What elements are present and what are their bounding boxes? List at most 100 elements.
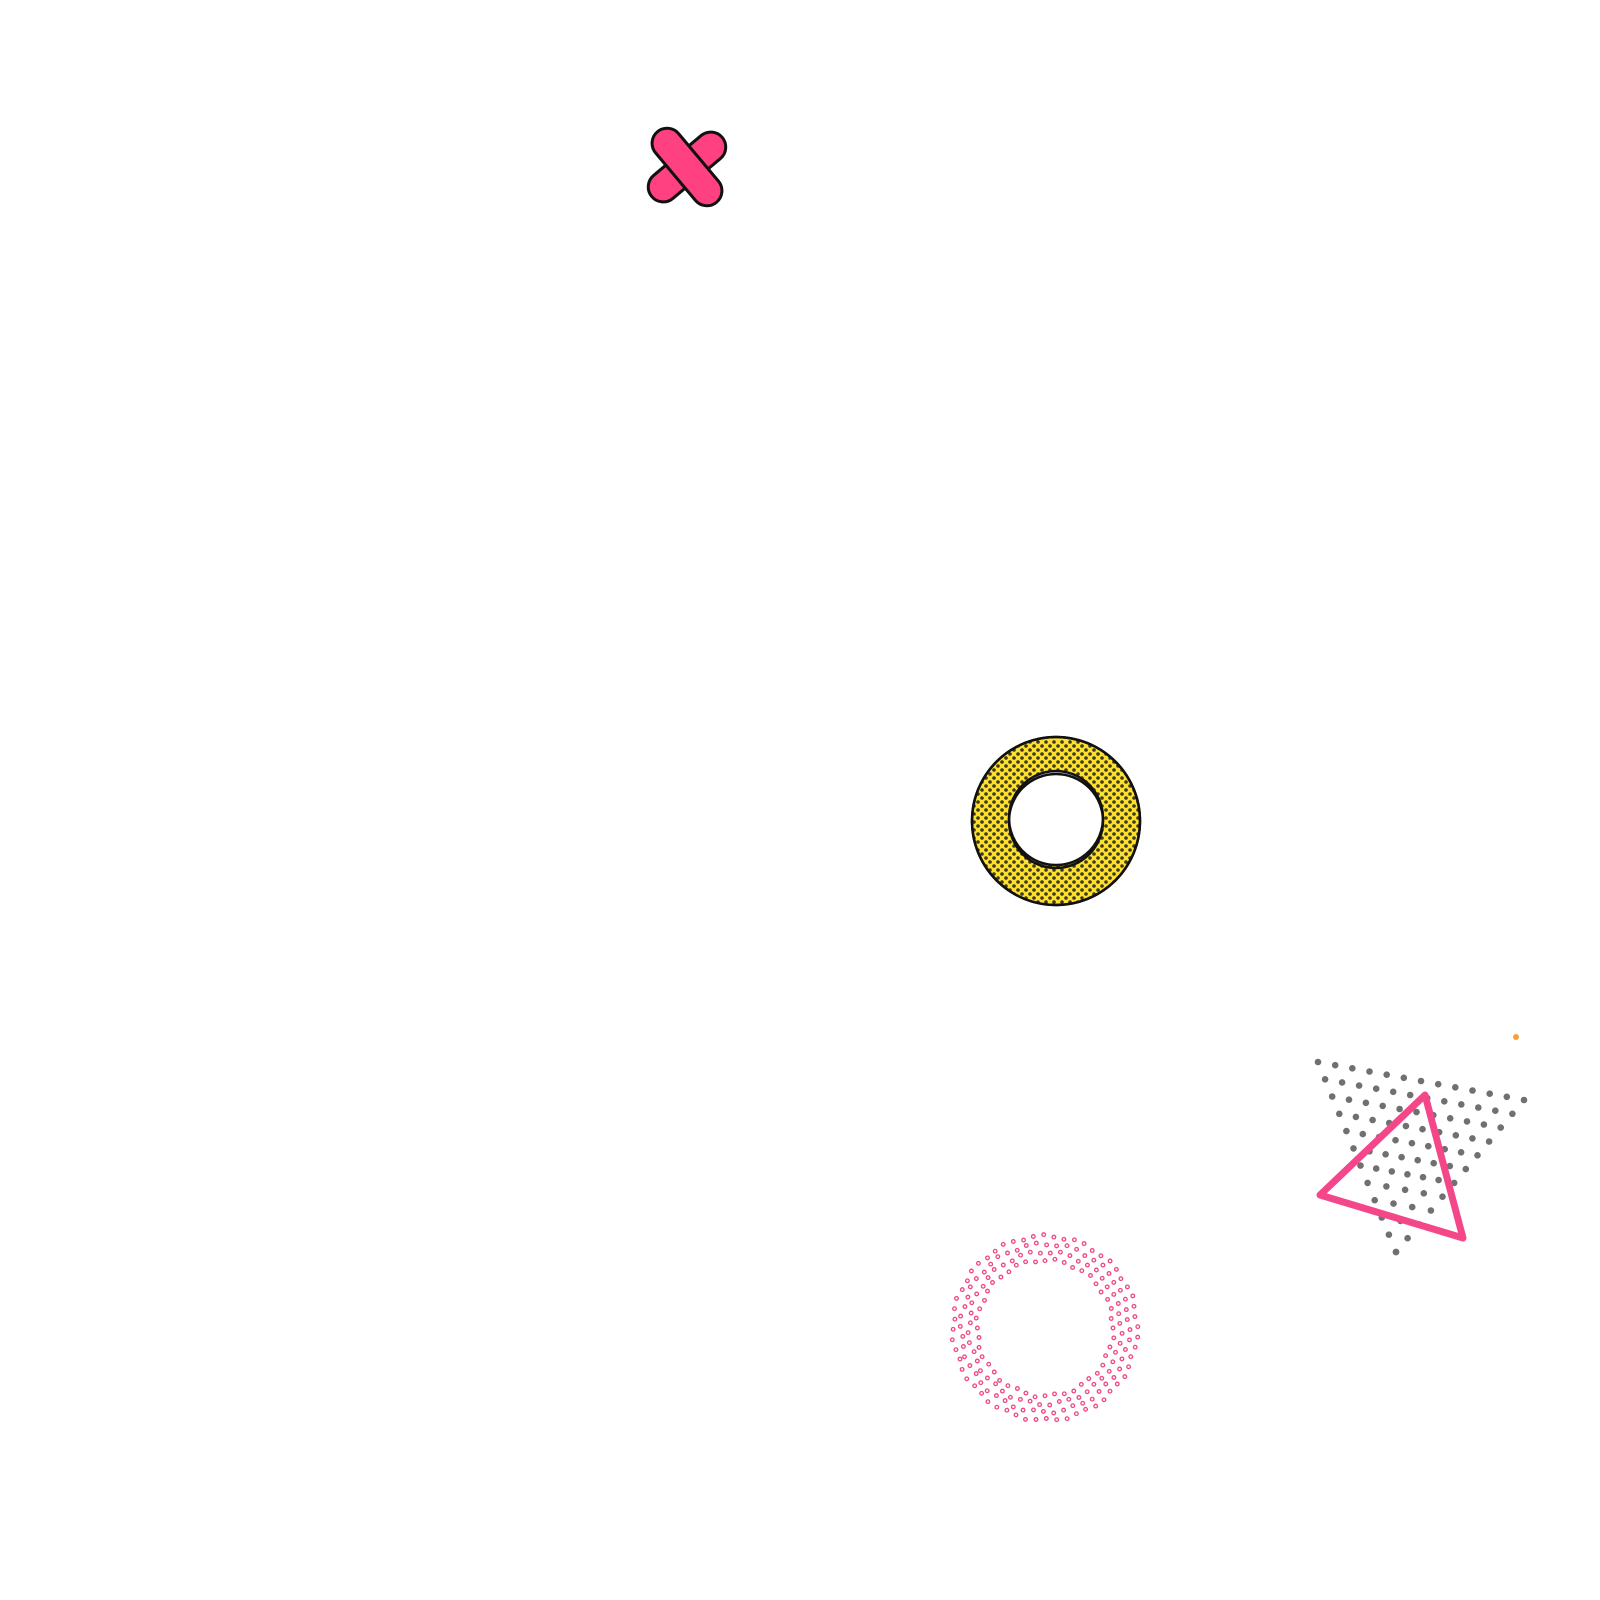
ring-dot [1078,1381,1084,1387]
ring-dot [1018,1252,1024,1258]
ring-dot [978,1380,984,1386]
triangle-dot [1446,1115,1454,1122]
ring-dot [1064,1243,1070,1249]
triangle-dot [1379,1102,1386,1110]
ring-dot [1051,1410,1057,1416]
triangle-dot [1408,1139,1416,1147]
ring-dot [1070,1403,1076,1409]
ring-dot [1056,1399,1062,1404]
ring-dot [1013,1412,1019,1418]
triangle-dot [1463,1118,1471,1125]
triangle-dot [1372,1165,1380,1172]
ring-dot [1061,1407,1067,1413]
ring-dot [957,1323,963,1329]
ring-dot [1023,1390,1029,1396]
triangle-dot [1321,1076,1329,1083]
ring-dot [964,1278,970,1284]
ring-dot [1124,1284,1130,1290]
ring-dot [1054,1243,1060,1249]
ring-dot [1117,1340,1123,1346]
ring-dot [1111,1291,1117,1297]
ring-dot [1064,1416,1070,1422]
ring-dot [991,1267,997,1272]
ring-dot [1040,1408,1046,1414]
ring-dot [969,1300,975,1306]
triangle-dot [1385,1231,1393,1238]
ring-dot [1084,1389,1090,1395]
ring-dot [1119,1356,1125,1362]
ring-dot [959,1287,965,1293]
ring-dot [985,1255,990,1261]
triangle-dot [1425,1142,1432,1150]
ring-dot [962,1304,968,1310]
ring-dot [993,1393,999,1399]
ring-dot [976,1335,982,1340]
ring-dot [1130,1293,1136,1299]
ring-dot [1118,1276,1124,1282]
ring-dot [1117,1320,1123,1326]
triangle-dot [1338,1079,1346,1086]
ring-dot [958,1313,964,1319]
ring-dot [976,1344,982,1350]
ring-dot [973,1315,979,1321]
ring-dot [967,1320,973,1326]
ring-dot [1103,1381,1109,1387]
triangle-dot [1458,1101,1465,1108]
ring-dot [1075,1258,1081,1264]
ring-dot [1105,1296,1111,1302]
ring-dot [1100,1362,1106,1368]
triangle-dot [1400,1074,1408,1082]
triangle-dot [1383,1183,1390,1190]
ring-dot [1111,1335,1117,1341]
ring-dot [984,1375,990,1381]
ring-dot [968,1310,974,1316]
ring-dot [1111,1279,1117,1285]
ring-dot [1044,1242,1050,1248]
ring-dot [1043,1416,1049,1421]
ring-dot [968,1268,974,1274]
triangle-dot [1372,1085,1380,1092]
ring-dot [1047,1402,1053,1408]
triangle-dot [1390,1200,1397,1207]
triangle-dot [1392,1248,1400,1256]
triangle-dot [1331,1061,1339,1069]
triangle-dot [1427,1207,1435,1214]
ring-dot [977,1368,983,1374]
ring-dot [1061,1260,1067,1265]
triangle-dot [1485,1138,1493,1145]
ring-dot [1107,1388,1113,1394]
ring-dot [979,1390,985,1396]
ring-dot [1052,1391,1057,1397]
ring-dot [1122,1296,1128,1302]
triangle-dot [1402,1122,1410,1130]
triangle-dot [1469,1087,1476,1094]
triangle-dot [1357,1162,1364,1169]
ring-dot [1057,1249,1063,1255]
ring-dot [1083,1406,1089,1412]
ring-dot [1031,1407,1036,1413]
ring-dot [998,1274,1004,1280]
triangle-dot [1446,1162,1454,1170]
triangle-dot [1364,1179,1371,1187]
ring-dot [1014,1386,1020,1391]
ring-dot [1117,1287,1123,1293]
ring-dot [974,1291,980,1297]
ring-dot [999,1388,1005,1394]
ring-dot [959,1366,965,1372]
ring-dot [1080,1400,1086,1406]
ring-dot [1033,1240,1039,1246]
ring-dot [1116,1311,1122,1317]
ring-dot [1027,1249,1033,1255]
ring-dot [960,1333,966,1339]
ring-dot [957,1356,963,1362]
ring-dot [1000,1262,1006,1268]
ring-dot [1135,1324,1141,1330]
ring-dot [1033,1259,1038,1265]
triangle-dot [1408,1203,1416,1211]
ring-dot [1066,1396,1072,1402]
ring-dot [1094,1370,1100,1376]
dotted-triangle-icon [1314,1058,1528,1256]
ring-dot [1023,1416,1028,1422]
triangle-dot [1417,1077,1425,1085]
